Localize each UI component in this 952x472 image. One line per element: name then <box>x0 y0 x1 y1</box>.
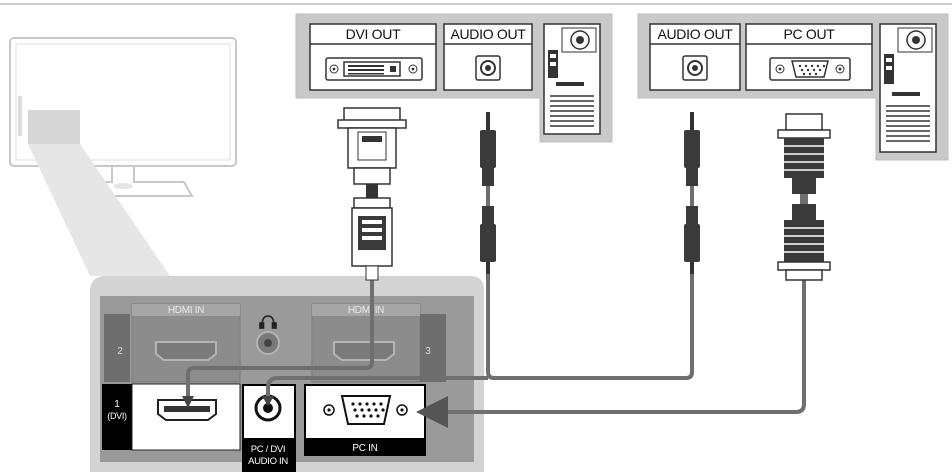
tv-icon <box>9 37 237 197</box>
port-number-1: 1 <box>114 399 120 410</box>
audio-connector-1 <box>480 112 496 274</box>
pc-out-label: PC OUT <box>783 26 835 42</box>
pc-dvi-audio-label-1: PC / DVI <box>251 444 286 455</box>
zoom-wedge <box>28 144 170 276</box>
computer-tower-icon <box>879 23 937 153</box>
hdmi-in-label-right: HDMI IN <box>348 305 384 316</box>
tv-back-panel <box>90 276 484 472</box>
cables <box>186 258 806 428</box>
port-number-3: 3 <box>425 346 431 357</box>
vga-connector <box>777 113 831 281</box>
audio-cable-to-tv <box>266 376 488 400</box>
hdmi-in-label-left: HDMI IN <box>168 305 204 316</box>
port-number-1-dvi: (DVI) <box>107 411 127 421</box>
port-number-2: 2 <box>117 346 123 357</box>
dvi-out-label: DVI OUT <box>346 26 401 42</box>
computer-tower-icon <box>543 23 601 135</box>
headphone-icon <box>259 315 277 329</box>
source-panel-2 <box>637 13 949 161</box>
audio-out-label-2: AUDIO OUT <box>657 26 733 42</box>
pc-cable <box>416 278 806 428</box>
source-panel-1 <box>295 13 613 143</box>
dvi-hdmi-cable <box>186 266 374 402</box>
audio-out-label-1: AUDIO OUT <box>450 26 526 42</box>
pc-dvi-audio-label-2: AUDIO IN <box>248 456 288 467</box>
audio-connector-2 <box>684 112 700 274</box>
arrow-icon <box>182 396 194 408</box>
pc-in-label: PC IN <box>352 443 377 454</box>
dvi-hdmi-connector <box>337 107 407 281</box>
arrow-icon <box>262 396 274 406</box>
audio-cable-shared <box>486 258 694 380</box>
